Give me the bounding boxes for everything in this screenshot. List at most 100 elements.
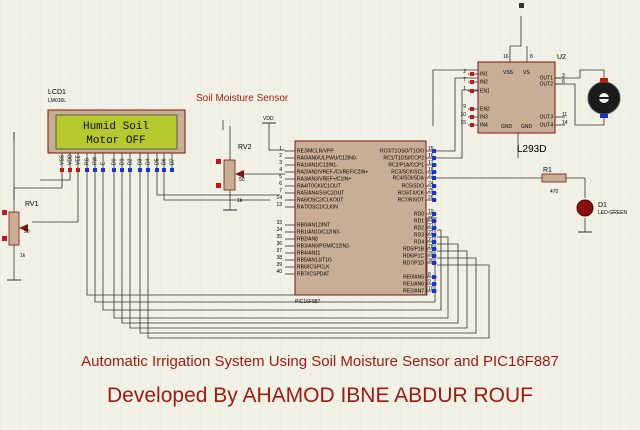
mcu-pin-state bbox=[432, 233, 436, 237]
mcu-pin-number: 28 bbox=[428, 244, 434, 250]
mcu-pin-number: 20 bbox=[428, 216, 434, 222]
lcd-pin-label: RS bbox=[85, 157, 91, 165]
driver-top-pin-1: 16 bbox=[503, 54, 509, 60]
mcu-pin-number: 18 bbox=[428, 167, 434, 173]
mcu-pin-state bbox=[432, 282, 436, 286]
schematic-title: Automatic Irrigation System Using Soil M… bbox=[81, 353, 559, 370]
mcu-pin-number: 29 bbox=[428, 251, 434, 257]
rv2-down-icon[interactable] bbox=[216, 159, 221, 164]
mcu-pin-number: 16 bbox=[428, 153, 434, 159]
mcu-pin-name: RB3/AN9/PGM/C12IN2- bbox=[297, 244, 351, 250]
lcd-pin-label: D2 bbox=[128, 158, 134, 165]
mcu-pin-state bbox=[432, 219, 436, 223]
mcu-pin-state bbox=[432, 212, 436, 216]
mcu-pin-number: 27 bbox=[428, 237, 434, 243]
driver-vss: VSS bbox=[503, 70, 514, 76]
mcu-pin-name: RC7/RX/DT bbox=[398, 198, 424, 204]
driver-pin-name: EN2 bbox=[480, 107, 490, 113]
lcd-model: LM016L bbox=[48, 98, 66, 104]
mcu-pin-state bbox=[432, 191, 436, 195]
mcu-left-pins: RE3/MCLR/VPP1RA0/AN0/ULPWU/C12IN0-2RA1/A… bbox=[276, 146, 368, 278]
mcu-pin-name: RC4/SDI/SDA bbox=[393, 176, 425, 182]
mcu-pin-number: 25 bbox=[428, 188, 434, 194]
mcu-model: PIC16F887 bbox=[295, 299, 321, 305]
mcu-pin-state bbox=[432, 226, 436, 230]
author-credit: Developed By AHAMOD IBNE ABDUR ROUF bbox=[107, 384, 533, 407]
driver-pin-name: IN2 bbox=[480, 80, 488, 86]
lcd-pin-state bbox=[162, 168, 166, 172]
vcc-arrow-icon bbox=[519, 3, 524, 8]
lcd-pin-label: RW bbox=[93, 156, 99, 165]
driver-pin-state bbox=[470, 107, 474, 111]
dc-motor bbox=[587, 78, 621, 118]
mcu-pin-name: RB0/AN12/INT bbox=[297, 223, 330, 229]
r1-value: 470 bbox=[550, 189, 559, 195]
sensor-heading: Soil Moisture Sensor bbox=[196, 93, 289, 104]
driver-pin-state bbox=[470, 72, 474, 76]
mcu-pin-name: RD2 bbox=[414, 226, 424, 232]
mcu-pin-number: 26 bbox=[428, 195, 434, 201]
driver-pin-number: 15 bbox=[460, 120, 466, 126]
lcd-pin-state bbox=[68, 168, 72, 172]
mcu-pin-name: RD0 bbox=[414, 212, 424, 218]
mcu-pin-name: RC0/T1OSO/T1CKI bbox=[380, 149, 424, 155]
mcu-pin-number: 7 bbox=[279, 188, 282, 194]
driver-pin-number: 1 bbox=[463, 86, 466, 92]
lcd-pin-label: D3 bbox=[138, 158, 144, 165]
driver-model: L293D bbox=[517, 144, 546, 155]
driver-pin-number: 9 bbox=[463, 104, 466, 110]
rv1-up-icon[interactable] bbox=[2, 236, 7, 241]
lcd-screen bbox=[55, 114, 178, 150]
mcu-pin-state bbox=[432, 184, 436, 188]
driver-gnd-2: GND bbox=[521, 124, 533, 130]
mcu-pin-state bbox=[432, 163, 436, 167]
mcu-pin-number: 33 bbox=[276, 220, 282, 226]
mcu-pin-name: RD6/P1C bbox=[403, 254, 425, 260]
mcu-pin-name: RC6/TX/CK bbox=[398, 191, 425, 197]
mcu-pin-number: 30 bbox=[428, 258, 434, 264]
rv2-body bbox=[223, 159, 236, 191]
pic-microcontroller: PIC16F887 RE3/MCLR/VPP 1RA0/AN0/ULPWU/C12… bbox=[276, 140, 437, 305]
mcu-pin-name: RE0/AN5 bbox=[403, 275, 424, 281]
r1-ref: R1 bbox=[543, 167, 552, 174]
lcd-pin-state bbox=[112, 168, 116, 172]
driver-pin-name: EN1 bbox=[480, 89, 490, 95]
mcu-pin-name: RE3/MCLR/VPP bbox=[297, 149, 334, 155]
mcu-pin-number: 1 bbox=[279, 146, 282, 152]
rv1-body bbox=[8, 211, 20, 246]
mcu-pin-name: RC2/P1A/CCP1 bbox=[388, 163, 424, 169]
mcu-pin-name: RC1/T1OSI/CCP2 bbox=[383, 156, 424, 162]
mcu-pin-name: RD4 bbox=[414, 240, 424, 246]
lcd-pin-label: D5 bbox=[155, 158, 161, 165]
rv1-down-icon[interactable] bbox=[2, 210, 7, 215]
rv2-up-icon[interactable] bbox=[216, 183, 221, 188]
lcd-ref: LCD1 bbox=[48, 89, 66, 96]
mcu-pin-name: RA0/AN0/ULPWU/C12IN0- bbox=[297, 156, 358, 162]
mcu-pin-number: 22 bbox=[428, 230, 434, 236]
lcd-pin-state bbox=[155, 168, 159, 172]
driver-pin-name: IN1 bbox=[480, 72, 488, 78]
mcu-pin-number: 6 bbox=[279, 181, 282, 187]
lcd-pin-state bbox=[170, 168, 174, 172]
lcd-pin-state bbox=[93, 168, 97, 172]
lcd-pin-label: VEE bbox=[76, 154, 82, 165]
rv2-value: 1k bbox=[237, 198, 243, 204]
lcd-pin-label: D0 bbox=[112, 158, 118, 165]
mcu-pin-name: RD7/P1D bbox=[403, 261, 425, 267]
driver-pin-number: 11 bbox=[562, 112, 567, 118]
lcd-pin-state bbox=[76, 168, 80, 172]
mcu-pin-number: 36 bbox=[276, 241, 282, 247]
driver-vs: VS bbox=[523, 70, 530, 76]
mcu-pin-number: 40 bbox=[276, 269, 282, 275]
mcu-pin-name: RB6/ICSPCLK bbox=[297, 265, 330, 271]
mcu-pin-number: 39 bbox=[276, 262, 282, 268]
rv2-percent: 50 bbox=[239, 177, 245, 183]
rv1-value: 1k bbox=[20, 253, 26, 259]
driver-gnd-1: GND bbox=[501, 124, 513, 130]
lcd-pin-label: VSS bbox=[60, 154, 66, 165]
mcu-pin-name: RB1/AN10/C12IN3- bbox=[297, 230, 341, 236]
mcu-pin-number: 3 bbox=[279, 160, 282, 166]
mcu-pin-number: 35 bbox=[276, 234, 282, 240]
